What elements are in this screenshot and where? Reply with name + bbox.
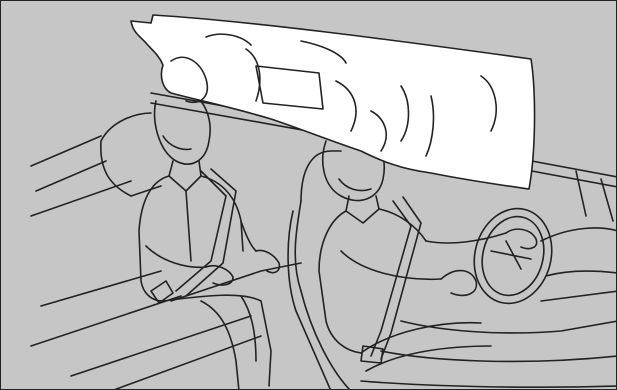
rear-passenger xyxy=(139,93,279,390)
rear-seat xyxy=(31,113,301,390)
steering-wheel xyxy=(464,200,562,312)
dashboard xyxy=(361,228,617,387)
